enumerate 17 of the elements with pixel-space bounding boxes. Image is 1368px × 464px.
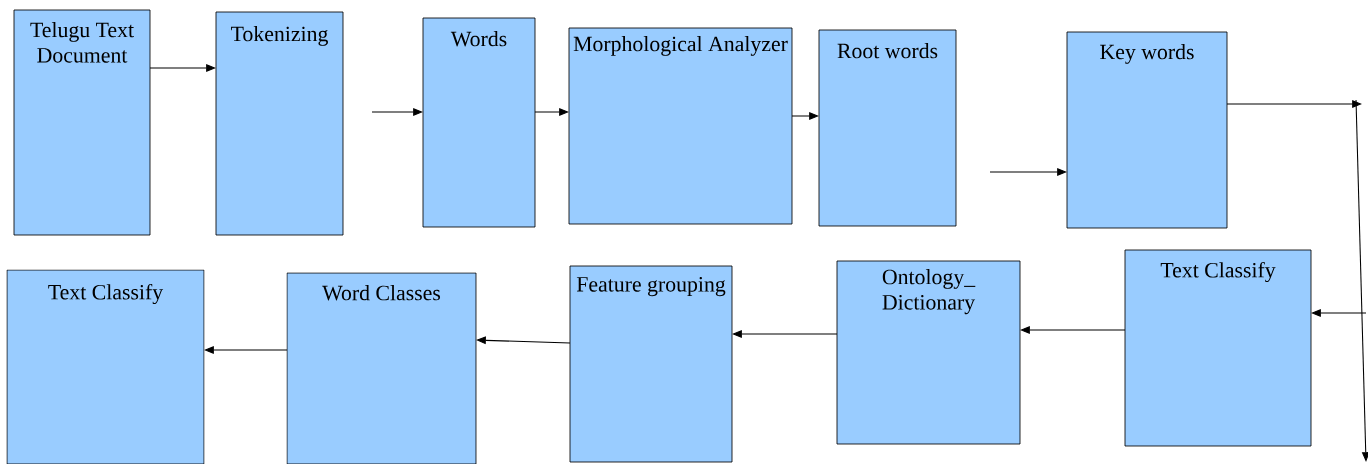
process-box: Feature grouping [569,265,733,463]
process-box: Text Classify [6,269,205,464]
process-box: Key words [1066,31,1228,229]
process-box: Text Classify [1124,249,1312,447]
process-box: Word Classes [286,272,477,464]
process-box: Words [422,17,536,228]
process-box: Tokenizing [215,11,344,236]
process-box: Ontology_ Dictionary [836,260,1021,445]
arrow [1020,326,1126,334]
arrow [732,330,838,339]
arrow [1226,100,1362,108]
process-box: Root words [818,29,957,227]
arrow [989,167,1067,176]
process-box: Morphological Analyzer [568,27,793,225]
arrow [149,63,216,72]
process-box: Telugu Text Document [13,9,151,236]
arrow [476,336,571,345]
